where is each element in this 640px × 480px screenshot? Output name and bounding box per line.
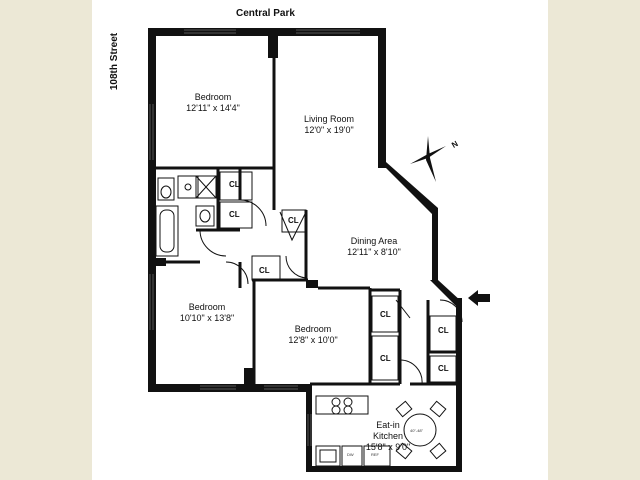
room-name: Living Room [303,114,355,124]
dishwasher-label: DW [347,452,354,457]
closet-label: CL [288,216,299,225]
floorplan-sheet [92,0,548,480]
windows [149,29,360,446]
room-name-line2: Kitchen [372,431,404,441]
room-living-room: Living Room 12'0" x 19'0" [292,114,366,136]
street-108th-label: 108th Street [109,32,121,91]
room-dims: 10'10" x 13'8" [179,313,235,323]
room-dims: 12'11" x 8'10" [347,247,401,257]
closet-shelves [219,171,457,383]
closet-label: CL [229,210,240,219]
room-name: Dining Area [350,236,398,246]
closet-label: CL [438,326,449,335]
closet-label: CL [259,266,270,275]
closet-label: CL [380,354,391,363]
room-bedroom-top: Bedroom 12'11" x 14'4" [178,92,248,114]
room-dims: 12'8" x 10'0" [288,335,338,345]
room-dims: 12'0" x 19'0" [304,125,354,135]
room-kitchen: Eat-in Kitchen 15'8" x 9'0" [356,420,420,453]
room-bedroom-left: Bedroom 10'10" x 13'8" [170,302,244,324]
room-name: Bedroom [194,92,232,102]
exterior-walls [148,28,462,472]
room-name: Eat-in [376,420,400,430]
room-dims: 15'8" x 9'0" [365,442,411,452]
closet-label: CL [229,180,240,189]
kitchen-fixtures [315,395,447,467]
room-name: Bedroom [188,302,226,312]
entry-arrow [468,290,490,306]
interior-walls [156,36,460,386]
room-dining-area: Dining Area 12'11" x 8'10" [334,236,414,258]
refrigerator-label: REF [371,452,379,457]
room-name: Bedroom [294,324,332,334]
room-bedroom-mid: Bedroom 12'8" x 10'0" [276,324,350,346]
table-size-label: 40"-48" [410,428,424,433]
central-park-label: Central Park [236,8,295,19]
closet-label: CL [380,310,391,319]
bathroom-fixtures [155,175,217,257]
compass-icon [410,136,446,182]
room-dims: 12'11" x 14'4" [186,103,240,113]
closet-label: CL [438,364,449,373]
